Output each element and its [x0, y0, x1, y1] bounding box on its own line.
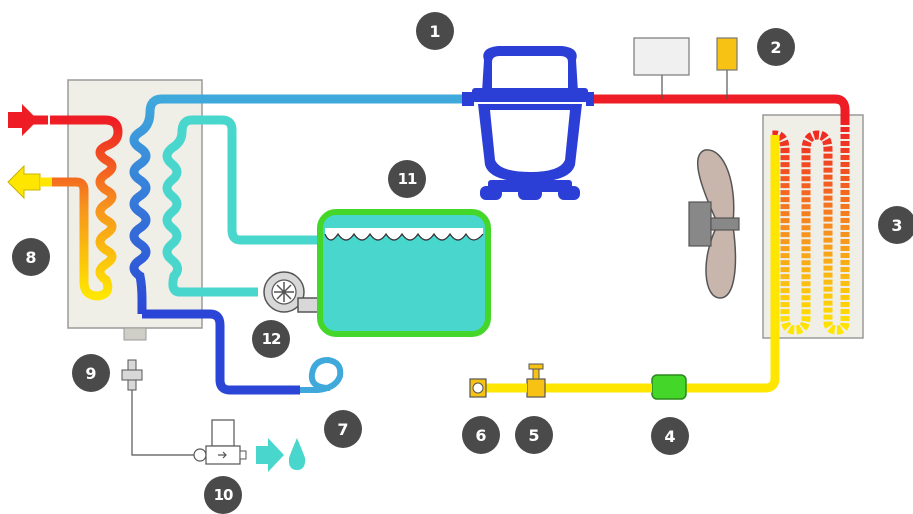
water-out-arrow — [7, 164, 41, 200]
label-2-pressure-switch: 2 — [757, 28, 795, 66]
sight-glass — [469, 378, 487, 398]
solenoid-valve — [193, 419, 247, 465]
tank-coil — [162, 115, 324, 297]
condenser-fan — [688, 149, 740, 299]
liquid-line — [686, 338, 780, 393]
label-5-shutoff-valve: 5 — [515, 416, 553, 454]
hot-gas-line — [592, 94, 850, 122]
pressure-sensor-box — [633, 37, 690, 76]
shutoff-valve — [526, 363, 546, 398]
evaporator-feed-line — [142, 309, 300, 395]
label-9-drain-valve: 9 — [72, 354, 110, 392]
refrigerant-coil — [129, 94, 202, 314]
water-drop-icon — [288, 438, 306, 470]
label-3-condenser: 3 — [878, 206, 913, 244]
compressor — [462, 46, 594, 200]
hot-water-coil — [50, 115, 123, 301]
label-8-hot-water: 8 — [12, 238, 50, 276]
filter-dryer — [651, 374, 687, 400]
drain-valve — [121, 359, 143, 391]
label-12-pump: 12 — [252, 320, 290, 358]
drain-wire — [131, 390, 196, 456]
label-11-buffer-tank: 11 — [388, 160, 426, 198]
buffer-tank — [317, 209, 491, 337]
label-6-sight-glass: 6 — [462, 416, 500, 454]
label-1-compressor: 1 — [416, 12, 454, 50]
hot-water-in-arrow — [8, 104, 38, 136]
pressure-switch — [716, 37, 738, 71]
label-10-solenoid: 10 — [204, 476, 242, 514]
circulation-pump — [263, 271, 321, 313]
condenser-coil — [767, 120, 850, 342]
expansion-coil — [300, 356, 344, 393]
label-4-filter-dryer: 4 — [651, 417, 689, 455]
label-7-expansion-coil: 7 — [324, 410, 362, 448]
drain-out-arrow — [256, 438, 284, 472]
